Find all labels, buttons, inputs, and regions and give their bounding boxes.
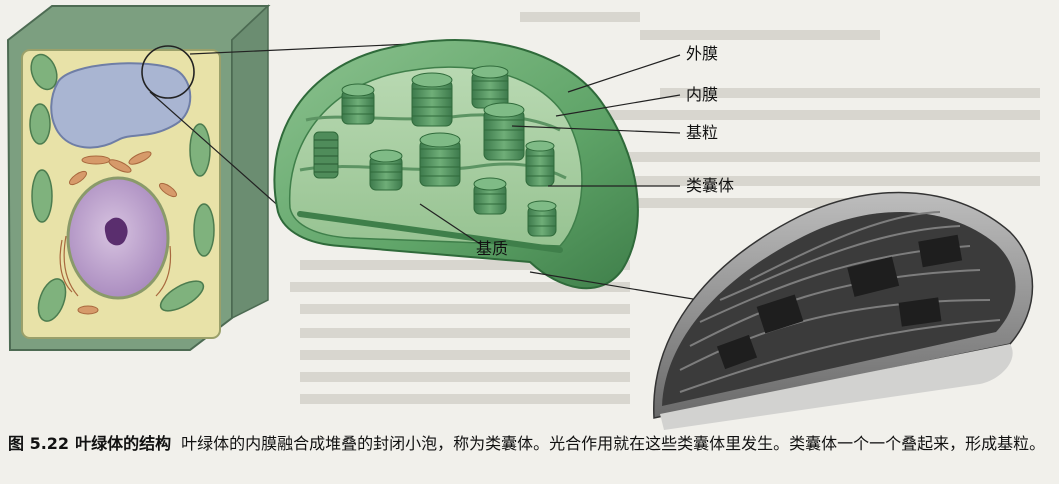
electron-micrograph <box>653 191 1034 430</box>
label-stroma: 基质 <box>476 239 509 258</box>
figure-caption: 图 5.22 叶绿体的结构叶绿体的内膜融合成堆叠的封闭小泡，称为类囊体。光合作用就… <box>8 432 1053 456</box>
label-granum: 基粒 <box>686 123 719 142</box>
figure-title: 叶绿体的结构 <box>75 434 172 453</box>
chloroplast-cutaway <box>273 39 639 290</box>
label-thylakoid: 类囊体 <box>686 176 735 195</box>
chloroplast-illustration <box>6 4 1034 430</box>
label-outer-membrane: 外膜 <box>686 44 719 63</box>
nucleolus <box>104 217 128 246</box>
zoom-circle <box>141 45 195 99</box>
figure-number: 图 5.22 <box>8 434 70 453</box>
label-inner-membrane: 内膜 <box>686 85 719 104</box>
plant-cell <box>6 4 271 351</box>
grana-stacks <box>313 65 557 237</box>
figure-caption-text: 叶绿体的内膜融合成堆叠的封闭小泡，称为类囊体。光合作用就在这些类囊体里发生。类囊… <box>181 434 1046 453</box>
central-vacuole <box>50 62 192 149</box>
